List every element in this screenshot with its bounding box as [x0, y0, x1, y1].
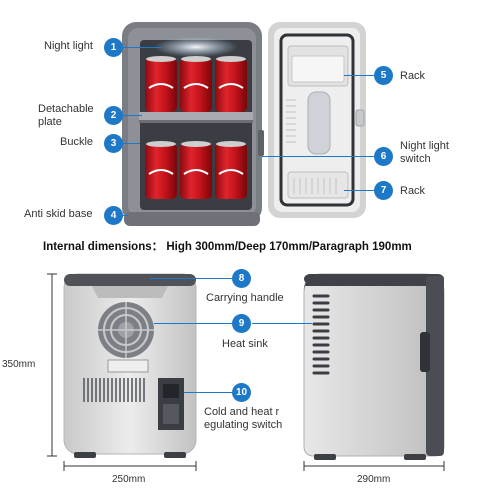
label-buckle: Buckle	[60, 136, 94, 148]
leader-buckle	[120, 143, 140, 144]
label-detachable-plate-line2: plate	[38, 116, 62, 128]
leader-cold-heat-switch	[184, 392, 232, 393]
leader-heat-sink-left	[154, 323, 232, 324]
fridge-back-view	[63, 273, 197, 458]
measure-height: 350mm	[2, 359, 36, 370]
badge-10: 10	[232, 383, 251, 402]
leader-heat-sink-right	[252, 323, 312, 324]
badge-1: 1	[104, 38, 123, 57]
leader-carrying-handle	[150, 278, 232, 279]
fridge-open-front	[122, 22, 264, 226]
badge-6: 6	[374, 147, 393, 166]
label-night-light-switch-line1: Night light	[400, 140, 449, 152]
badge-5: 5	[374, 66, 393, 85]
label-rack-lower: Rack	[400, 185, 426, 197]
buckle-shape	[258, 130, 264, 156]
leader-night-light-switch	[262, 156, 374, 157]
leader-rack-upper	[344, 75, 374, 76]
cans-bottom-row	[145, 141, 247, 199]
measurement-lines	[47, 273, 445, 471]
label-rack-upper: Rack	[400, 70, 426, 82]
label-carrying-handle: Carrying handle	[206, 292, 284, 304]
leader-anti-skid-base	[120, 215, 128, 216]
label-cold-heat-switch-line2: egulating switch	[204, 419, 283, 431]
label-night-light-switch-line2: switch	[400, 153, 431, 165]
detachable-plate-shelf	[139, 112, 253, 120]
night-light-glow	[154, 37, 238, 57]
internal-dimensions-text: Internal dimensions： High 300mm/Deep 170…	[43, 241, 412, 253]
badge-7: 7	[374, 181, 393, 200]
measure-width-side: 290mm	[357, 474, 391, 485]
leader-detachable-plate	[120, 115, 142, 116]
cans-top-row	[145, 56, 247, 112]
label-detachable-plate-line1: Detachable	[38, 103, 94, 115]
label-night-light: Night light	[44, 40, 93, 52]
anti-skid-base-shape	[124, 212, 260, 226]
measure-width-back: 250mm	[112, 474, 146, 485]
label-heat-sink: Heat sink	[222, 338, 268, 350]
badge-2: 2	[104, 106, 123, 125]
label-anti-skid-base: Anti skid base	[24, 208, 93, 220]
fridge-door	[268, 22, 366, 218]
leader-night-light	[120, 47, 162, 48]
fridge-side-view	[303, 273, 445, 460]
badge-4: 4	[104, 206, 123, 225]
leader-rack-lower	[344, 190, 374, 191]
badge-3: 3	[104, 134, 123, 153]
label-cold-heat-switch-line1: Cold and heat r	[204, 406, 280, 418]
badge-9: 9	[232, 314, 251, 333]
badge-8: 8	[232, 269, 251, 288]
